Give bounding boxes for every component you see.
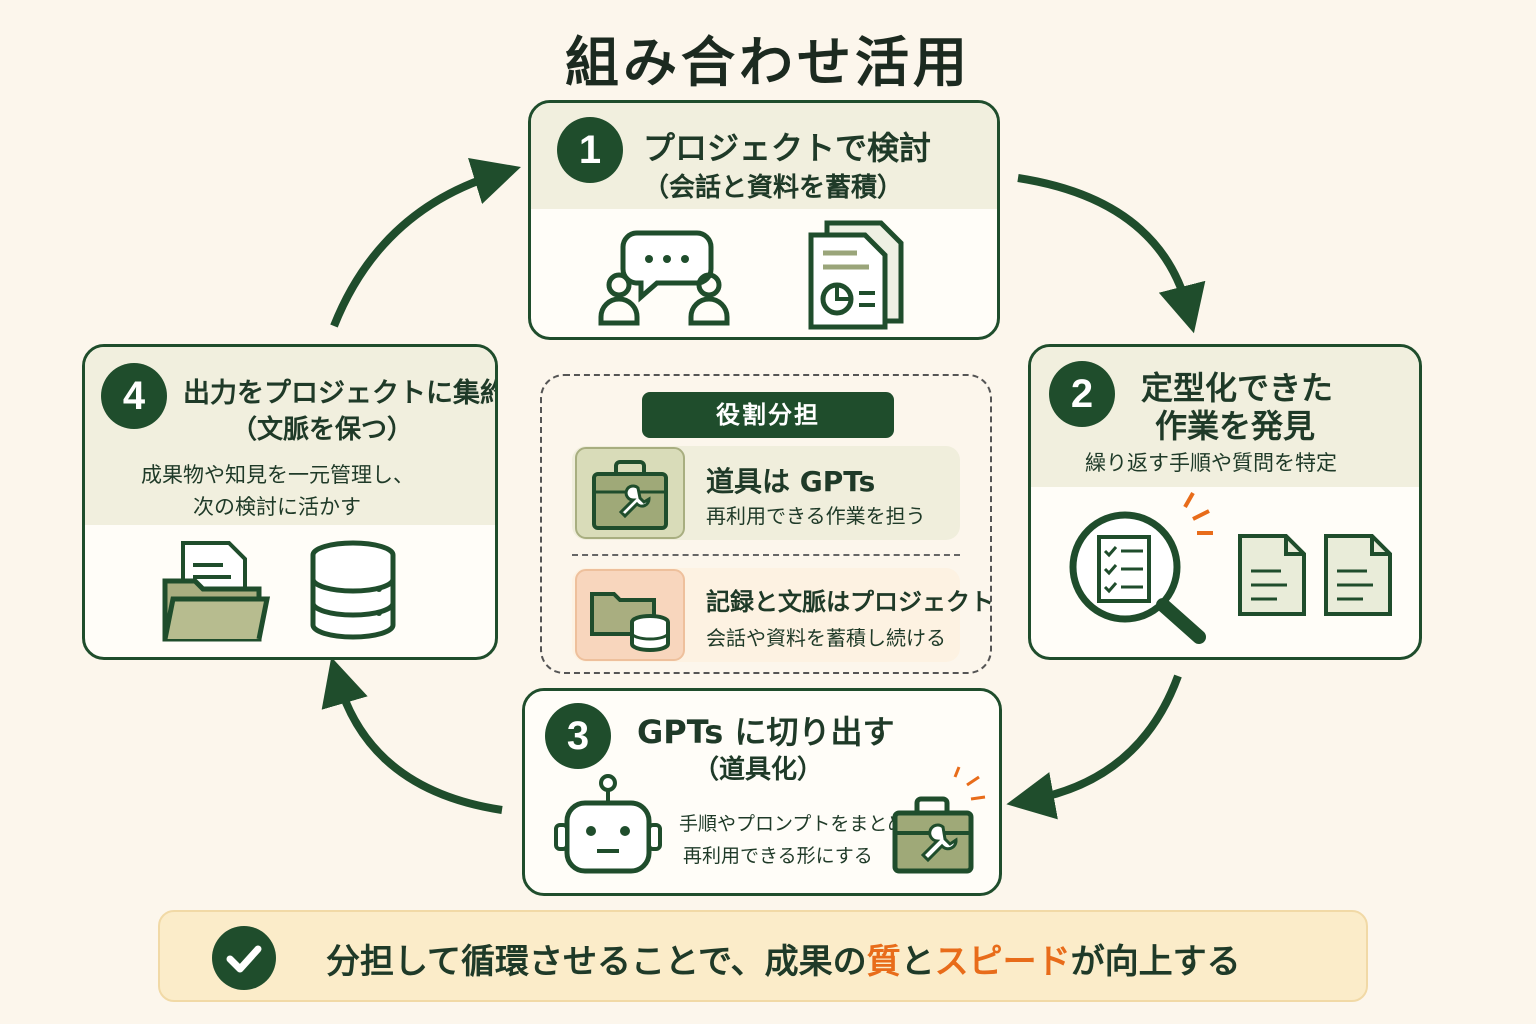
role-gpts-row: 道具は GPTs 再利用できる作業を担う bbox=[572, 446, 960, 540]
step-4-subtitle: （文脈を保つ） bbox=[231, 415, 414, 445]
arrow-4-to-1 bbox=[330, 158, 521, 328]
summary-text: 分担して循環させることで、成果の質とスピードが向上する bbox=[326, 934, 1241, 983]
role-gpts-title: 道具は GPTs bbox=[706, 465, 876, 498]
document-icon bbox=[1238, 534, 1306, 616]
check-icon bbox=[212, 926, 276, 990]
step-3-number: 3 bbox=[545, 703, 611, 769]
step-4-card: 4 出力をプロジェクトに集約 （文脈を保つ） 成果物や知見を一元管理し、 次の検… bbox=[82, 344, 498, 660]
summary-text-after: が向上する bbox=[1070, 942, 1241, 982]
summary-accent-quality: 質 bbox=[866, 942, 901, 982]
document-icon bbox=[1324, 534, 1392, 616]
summary-text-before: 分担して循環させることで、成果の bbox=[326, 942, 867, 982]
page-title: 組み合わせ活用 bbox=[565, 31, 971, 94]
database-icon bbox=[310, 540, 396, 640]
conversation-icon bbox=[598, 230, 730, 326]
role-gpts-desc: 再利用できる作業を担う bbox=[706, 504, 926, 528]
toolbox-icon bbox=[892, 766, 986, 874]
summary-text-middle: と bbox=[900, 942, 935, 982]
step-1-number: 1 bbox=[557, 117, 623, 183]
role-split-badge: 役割分担 bbox=[642, 392, 894, 438]
step-2-title-line1: 定型化できた bbox=[1141, 369, 1334, 407]
role-project-row: 記録と文脈はプロジェクト 会話や資料を蓄積し続ける bbox=[572, 568, 994, 662]
robot-icon bbox=[554, 774, 662, 874]
step-2-desc: 繰り返す手順や質問を特定 bbox=[1085, 451, 1337, 475]
role-project-title: 記録と文脈はプロジェクト bbox=[706, 588, 994, 616]
role-split-panel: 役割分担 道具は GPTs 再利用できる作業を担う 記録と文脈はプロジェクト 会… bbox=[540, 374, 994, 674]
arrow-3-to-4 bbox=[321, 656, 503, 814]
step-1-subtitle: （会話と資料を蓄積） bbox=[643, 173, 904, 203]
toolbox-icon bbox=[575, 447, 685, 539]
step-2-number: 2 bbox=[1049, 361, 1115, 427]
step-3-subtitle: （道具化） bbox=[693, 755, 824, 785]
role-divider bbox=[572, 554, 960, 556]
summary-accent-speed: スピード bbox=[934, 942, 1071, 982]
step-2-card: 2 定型化できた 作業を発見 繰り返す手順や質問を特定 bbox=[1028, 344, 1422, 660]
step-3-desc-line1: 手順やプロンプトをまとめて bbox=[679, 813, 926, 835]
folder-document-icon bbox=[162, 541, 271, 642]
step-2-title-line2: 作業を発見 bbox=[1155, 407, 1316, 445]
step-3-card: 3 GPTs に切り出す （道具化） 手順やプロンプトをまとめて 再利用できる形… bbox=[522, 688, 1002, 896]
step-4-desc-line1: 成果物や知見を一元管理し、 bbox=[141, 463, 414, 487]
folder-database-icon bbox=[575, 569, 685, 661]
report-document-icon bbox=[808, 220, 904, 330]
step-1-title: プロジェクトで検討 bbox=[643, 129, 932, 167]
arrow-2-to-3 bbox=[1006, 674, 1182, 820]
arrow-1-to-2 bbox=[1017, 174, 1206, 334]
step-3-title: GPTs に切り出す bbox=[637, 713, 895, 751]
step-4-desc-line2: 次の検討に活かす bbox=[193, 495, 361, 519]
step-4-number: 4 bbox=[101, 363, 167, 429]
magnifier-checklist-icon bbox=[1069, 492, 1213, 644]
step-1-card: 1 プロジェクトで検討 （会話と資料を蓄積） bbox=[528, 100, 1000, 340]
summary-banner: 分担して循環させることで、成果の質とスピードが向上する bbox=[158, 910, 1368, 1002]
role-project-desc: 会話や資料を蓄積し続ける bbox=[706, 626, 946, 650]
step-4-title: 出力をプロジェクトに集約 bbox=[183, 378, 498, 409]
step-3-desc-line2: 再利用できる形にする bbox=[683, 845, 873, 867]
